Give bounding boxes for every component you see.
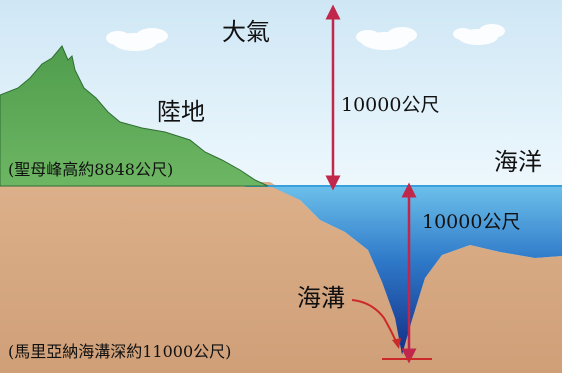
trench-label: 海溝 [297,284,345,312]
cloud-icon [453,24,505,45]
mariana-depth-note: (馬里亞納海溝深約11000公尺) [8,342,232,361]
trench-pointer-head [392,338,401,349]
atmosphere-label: 大氣 [222,18,270,46]
depth-measure-label: 10000公尺 [422,211,521,233]
trench-pointer [351,299,399,347]
ocean-label: 海洋 [494,148,542,176]
cloud-icon [356,27,417,50]
earth-crust [0,182,562,373]
cloud-icon [106,28,168,51]
height-measure-label: 10000公尺 [341,94,440,116]
everest-height-note: (聖母峰高約8848公尺) [8,160,174,179]
land-label: 陸地 [157,98,205,126]
land-mountain [0,45,269,187]
